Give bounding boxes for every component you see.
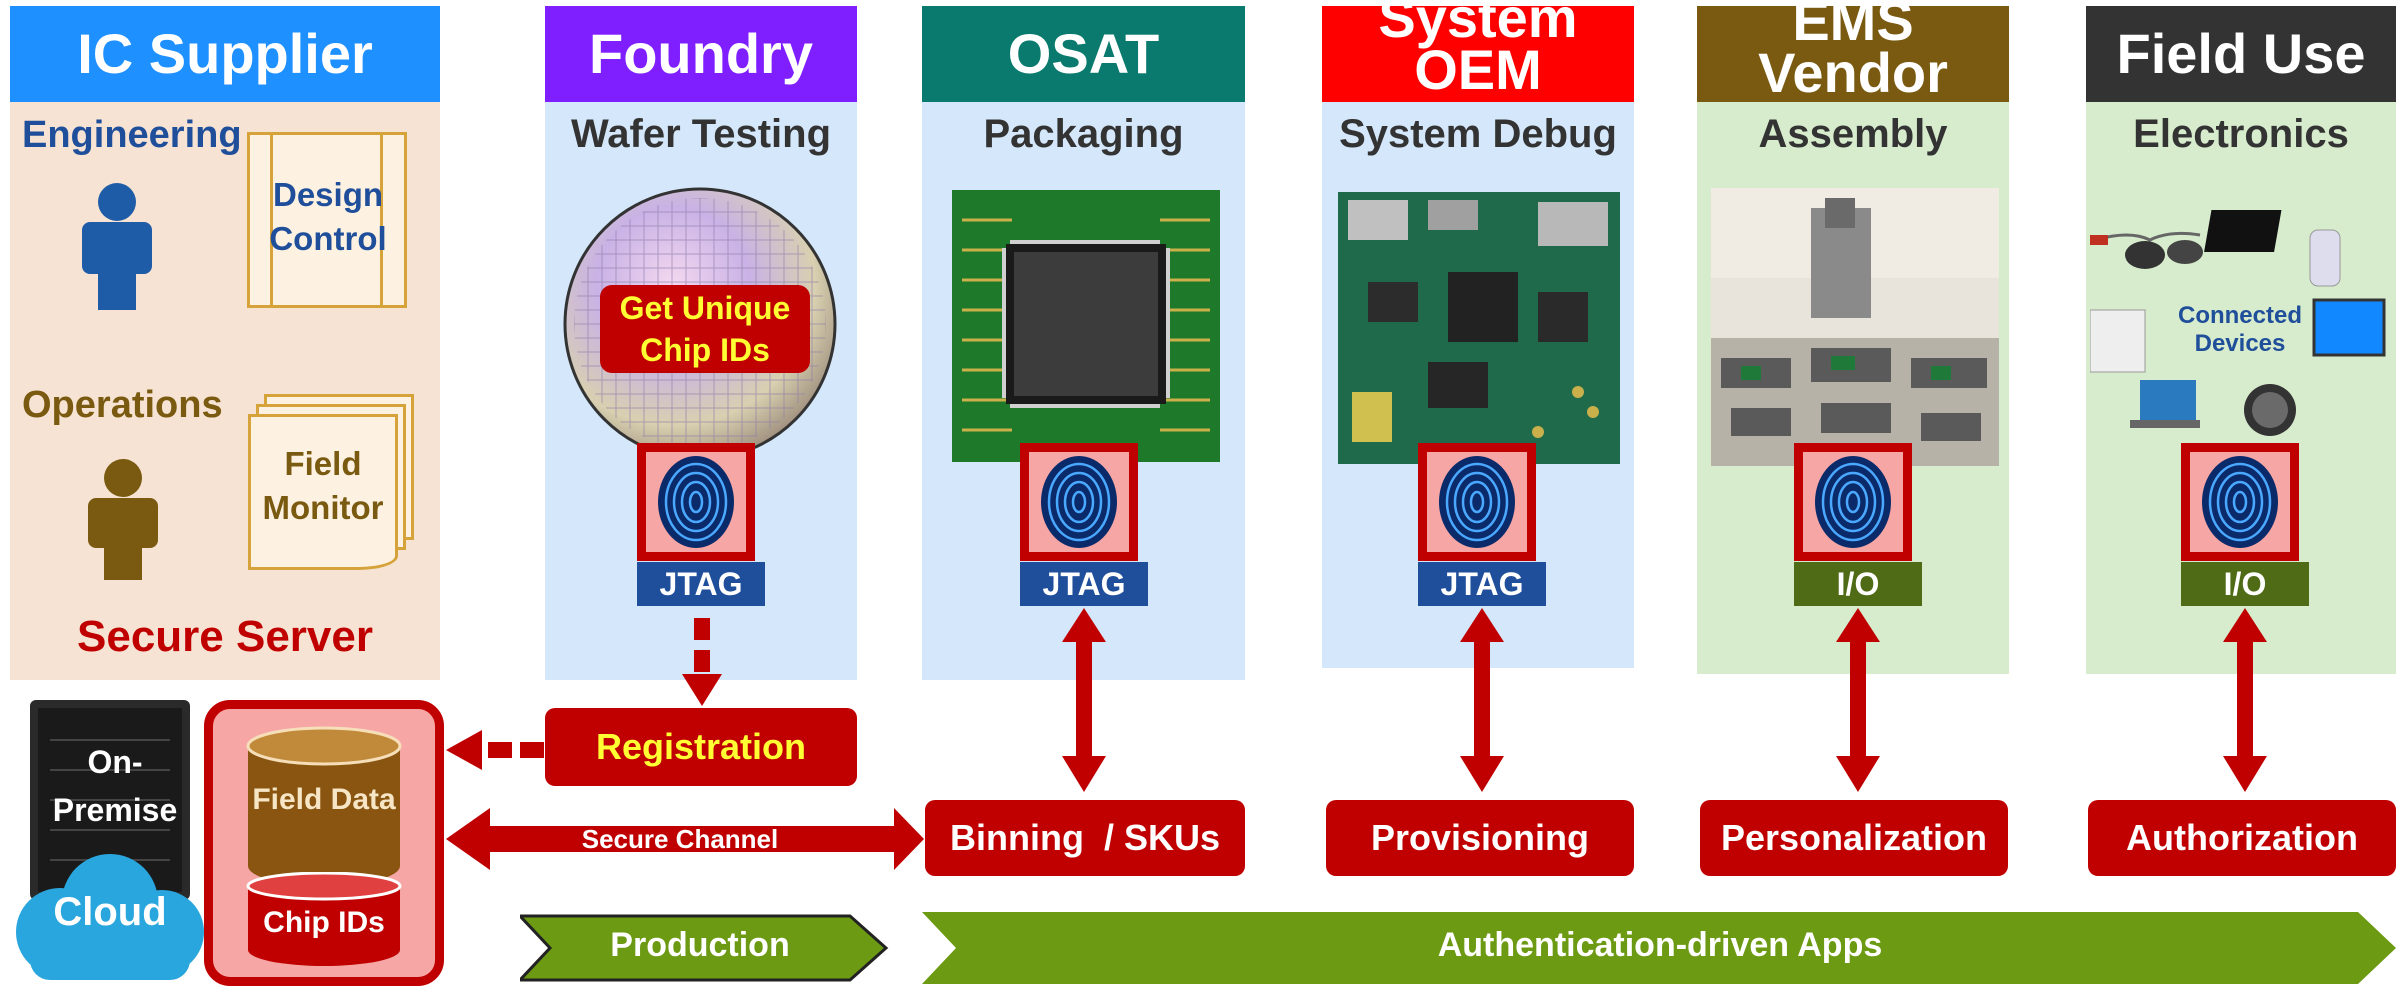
field-data-label: Field Data [252,783,396,816]
system-oem-jtag-port: JTAG [1418,562,1546,606]
fingerprint-icon [2202,456,2278,548]
chip-ids-label: Chip IDs [263,906,385,939]
packaged-chip-image [952,190,1220,462]
osat-fingerprint [1020,443,1138,561]
secure-channel-label: Secure Channel [581,824,779,854]
ems-vendor-subtitle: Assembly [1758,112,1948,156]
field-use-fingerprint [2181,443,2299,561]
ic-supplier-header: IC Supplier [10,6,440,102]
foundry-jtag-port: JTAG [637,562,765,606]
osat-jtag-port: JTAG [1020,562,1148,606]
field-monitor-label: Field Monitor [262,445,384,526]
get-chip-ids-badge: Get Unique Chip IDs [600,285,810,373]
cloud-icon [16,854,204,980]
binning-box: Binning / SKUs [925,800,1245,876]
connected-devices-label: Connected Devices [2177,302,2302,357]
production-banner [520,914,889,982]
system-oem-header: System OEM [1322,6,1634,102]
connected-devices-image [2090,210,2386,436]
provisioning-label: Provisioning [1370,817,1590,858]
field-use-subtitle: Electronics [2133,112,2349,156]
fingerprint-icon [1815,456,1891,548]
binning-label: Binning / SKUs [950,817,1220,858]
provisioning-box: Provisioning [1326,800,1634,876]
secure-server-label: Secure Server [77,612,373,661]
osat-subtitle: Packaging [983,112,1184,156]
fingerprint-icon [1439,456,1515,548]
cloud-label: Cloud [53,890,167,934]
ems-vendor-header: EMS Vendor [1697,6,2009,102]
fingerprint-icon [658,456,734,548]
system-oem-subtitle: System Debug [1339,112,1617,156]
field-monitor-doc: Field Monitor [248,394,414,580]
engineering-label: Engineering [22,114,242,156]
system-oem-fingerprint [1418,443,1536,561]
engineer-person-icon [82,183,152,310]
authorization-label: Authorization [2126,817,2358,858]
production-label: Production [610,926,790,964]
operations-label: Operations [22,384,223,426]
personalization-label: Personalization [1720,817,1988,858]
field-use-header: Field Use [2086,6,2396,102]
field-use-io-port: I/O [2181,562,2309,606]
ems-vendor-io-port: I/O [1794,562,1922,606]
fingerprint-icon [1041,456,1117,548]
osat-header: OSAT [922,6,1245,102]
operator-person-icon [88,459,158,580]
foundry-header: Foundry [545,6,857,102]
apps-label: Authentication-driven Apps [1437,926,1883,964]
personalization-box: Personalization [1700,800,2008,876]
authorization-box: Authorization [2088,800,2396,876]
on-premise-label: On-Premise [52,744,178,828]
assembly-machine-image [1711,188,1999,466]
foundry-subtitle: Wafer Testing [570,112,832,156]
get-chip-ids-label: Get Unique Chip IDs [619,290,791,368]
chip-ids-cylinder [246,872,402,966]
registration-box: Registration [545,708,857,786]
design-control-doc: Design Control [247,132,407,308]
circuit-board-image [1338,192,1620,464]
ems-vendor-fingerprint [1794,443,1912,561]
registration-label: Registration [595,726,807,767]
design-control-label: Design Control [269,176,387,257]
foundry-fingerprint [637,443,755,561]
apps-banner [922,912,2396,984]
